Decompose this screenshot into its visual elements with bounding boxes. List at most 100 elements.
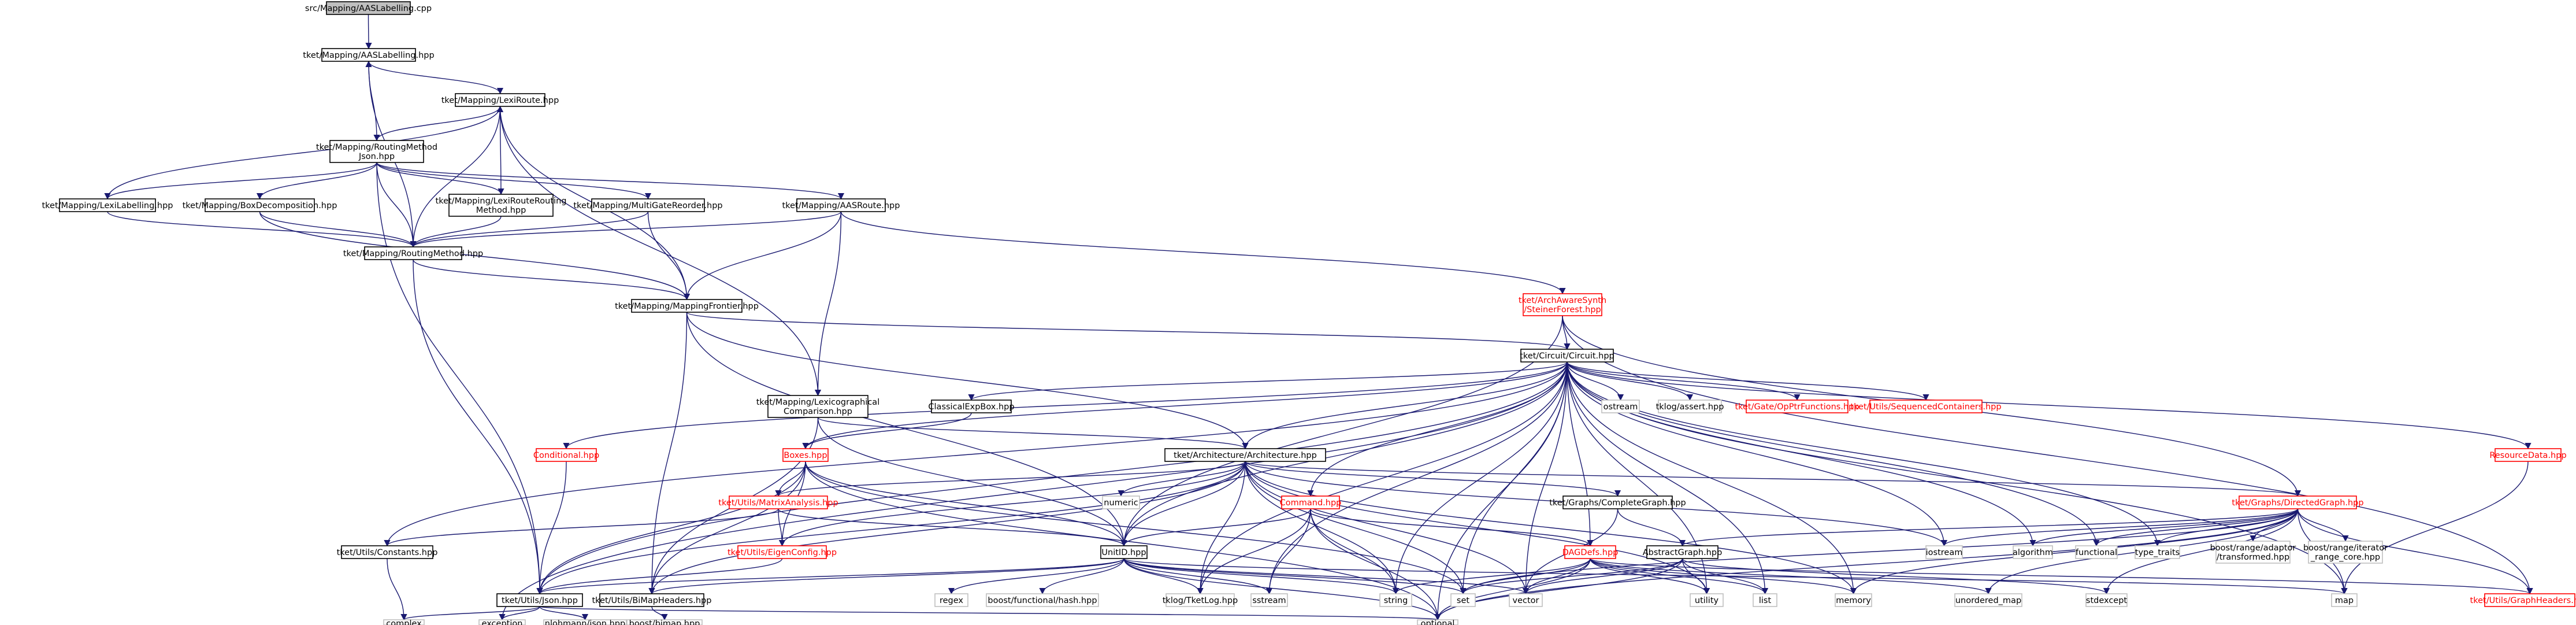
node-map: map — [2331, 593, 2358, 607]
node-boost_iterator-label: _range_core.hpp — [2310, 553, 2380, 562]
node-circuit[interactable]: tket/Circuit/Circuit.hpp — [1520, 349, 1614, 363]
node-sstream-label: sstream — [1252, 596, 1286, 605]
node-exception: exception — [478, 619, 526, 625]
node-numeric: numeric — [1102, 495, 1140, 509]
node-aaslabelling_hpp-box — [321, 48, 416, 62]
edge-boxdecomposition-to-routingmethod — [259, 211, 417, 248]
node-memory-label: memory — [1836, 596, 1871, 605]
edge-circuit-to-list — [1567, 361, 1769, 595]
node-boxes[interactable]: Boxes.hpp — [782, 448, 829, 462]
node-abstractgraph[interactable]: AbstractGraph.hpp — [1643, 545, 1723, 559]
node-boxes-label: Boxes.hpp — [784, 451, 827, 460]
edge-directedgraph-to-graphheaders — [2297, 508, 2533, 595]
node-mappingfrontier[interactable]: tket/Mapping/MappingFrontier.hpp — [615, 299, 759, 313]
node-tketlog: tklog/TketLog.hpp — [1163, 593, 1238, 607]
node-command[interactable]: Command.hpp — [1280, 495, 1342, 509]
edge-mappingfrontier-to-circuit — [686, 312, 1571, 350]
node-steinerforest-box — [1523, 293, 1602, 316]
edge-circuit-to-tklogassert — [1567, 361, 1694, 401]
node-json[interactable]: tket/Utils/Json.hpp — [496, 593, 583, 607]
edge-multigatereorder-to-routingmethod — [410, 211, 649, 248]
edge-aasroute-to-lexicographical — [814, 211, 842, 397]
node-numeric-box — [1102, 495, 1140, 509]
node-steinerforest[interactable]: tket/ArchAwareSynth/SteinerForest.hpp — [1519, 293, 1606, 316]
edge-unitid-to-tketlog — [1123, 558, 1204, 595]
edge-command-to-dagdefs — [1310, 508, 1594, 547]
node-boxdecomposition-label: tket/Mapping/BoxDecomposition.hpp — [183, 201, 337, 210]
node-graphheaders[interactable]: tket/Utils/GraphHeaders.hpp — [2470, 593, 2576, 607]
node-vector-box — [1509, 593, 1543, 607]
node-directedgraph[interactable]: tket/Graphs/DirectedGraph.hpp — [2232, 495, 2364, 509]
node-classicalexpbox[interactable]: ClassicalExpBox.hpp — [928, 400, 1015, 413]
node-completegraph[interactable]: tket/Graphs/CompleteGraph.hpp — [1549, 495, 1686, 509]
node-routingmethod[interactable]: tket/Mapping/RoutingMethod.hpp — [343, 246, 483, 260]
node-root[interactable]: src/Mapping/AASLabelling.cpp — [305, 1, 432, 15]
node-complex-box — [383, 619, 425, 625]
edge-dagdefs-to-optional — [1434, 558, 1591, 621]
edge-architecture-to-string — [1245, 461, 1400, 595]
node-root-label: src/Mapping/AASLabelling.cpp — [305, 4, 432, 13]
node-directedgraph-label: tket/Graphs/DirectedGraph.hpp — [2232, 498, 2363, 508]
node-utility-label: utility — [1695, 596, 1719, 605]
edge-steinerforest-to-unitid — [1120, 315, 1563, 547]
node-opptrfunctions[interactable]: tket/Gate/OpPtrFunctions.hpp — [1735, 400, 1859, 413]
node-bitmapheaders[interactable]: tket/Utils/BiMapHeaders.hpp — [592, 593, 712, 607]
node-aaslabelling_hpp[interactable]: tket/Mapping/AASLabelling.hpp — [303, 48, 435, 62]
node-vector: vector — [1509, 593, 1543, 607]
edge-unitid-to-vector — [1123, 558, 1529, 595]
node-lexicographical[interactable]: tket/Mapping/LexicographicalComparison.h… — [756, 395, 879, 418]
edge-circuit-to-resourcedata — [1567, 361, 2532, 450]
node-resourcedata[interactable]: ResourceData.hpp — [2489, 448, 2567, 462]
edge-routingmethodjson-to-multigatereorder — [376, 162, 651, 200]
node-map-label: map — [2335, 596, 2354, 605]
edge-circuit-to-sequencedcontainers — [1567, 361, 1929, 401]
edge-circuit-to-iostream — [1567, 361, 1948, 547]
node-boost_iterator-label: boost/range/iterator — [2303, 543, 2388, 553]
edge-eigenconfig-to-json — [536, 558, 783, 595]
node-sequencedcontainers[interactable]: tket/Utils/SequencedContainers.hpp — [1850, 400, 2002, 413]
node-functional-label: functional — [2076, 548, 2117, 557]
edge-mappingfrontier-to-architecture — [686, 312, 1249, 450]
node-constants[interactable]: tket/Utils/Constants.hpp — [337, 545, 438, 559]
node-sstream-box — [1250, 593, 1288, 607]
node-boost_hash-box — [986, 593, 1099, 607]
node-aasroute-label: tket/Mapping/AASRoute.hpp — [782, 201, 900, 210]
node-matrixanalysis-label: tket/Utils/MatrixAnalysis.hpp — [718, 498, 838, 508]
node-json-box — [496, 593, 583, 607]
node-aasroute[interactable]: tket/Mapping/AASRoute.hpp — [782, 198, 900, 212]
node-set-box — [1450, 593, 1476, 607]
node-dagdefs[interactable]: DAGDefs.hpp — [1562, 545, 1619, 559]
edge-boxes-to-bitmapheaders — [648, 461, 806, 595]
node-circuit-label: tket/Circuit/Circuit.hpp — [1520, 352, 1614, 361]
node-routingmethod-label: tket/Mapping/RoutingMethod.hpp — [343, 249, 483, 258]
node-lexiroute[interactable]: tket/Mapping/LexiRoute.hpp — [441, 93, 559, 107]
edge-architecture-to-bitmapheaders — [648, 461, 1246, 595]
edge-architecture-to-utility — [1245, 461, 1710, 595]
node-iostream: iostream — [1925, 545, 1963, 559]
edge-command-to-unitid — [1120, 508, 1311, 547]
edge-resourcedata-to-map — [2341, 461, 2529, 595]
edge-architecture-to-matrixanalysis — [775, 461, 1246, 497]
node-multigatereorder[interactable]: tket/Mapping/MultiGateReorder.hpp — [573, 198, 723, 212]
node-matrixanalysis[interactable]: tket/Utils/MatrixAnalysis.hpp — [718, 495, 838, 509]
node-boxdecomposition[interactable]: tket/Mapping/BoxDecomposition.hpp — [183, 198, 337, 212]
node-optional-label: optional — [1421, 619, 1455, 625]
node-utility-box — [1690, 593, 1724, 607]
node-multigatereorder-label: tket/Mapping/MultiGateReorder.hpp — [573, 201, 722, 210]
node-eigenconfig[interactable]: tket/Utils/EigenConfig.hpp — [727, 545, 837, 559]
node-conditional[interactable]: Conditional.hpp — [533, 448, 599, 462]
node-boost_adaptor-label: boost/range/adaptor — [2210, 543, 2296, 553]
edge-lexiroute-to-routingmethodjson — [373, 106, 501, 142]
node-architecture[interactable]: tket/Architecture/Architecture.hpp — [1164, 448, 1326, 462]
node-vector-label: vector — [1513, 596, 1539, 605]
edge-circuit-to-vector — [1522, 361, 1568, 595]
node-architecture-label: tket/Architecture/Architecture.hpp — [1174, 451, 1317, 460]
node-unitid[interactable]: UnitID.hpp — [1100, 545, 1148, 559]
node-routingmethod-box — [364, 246, 462, 260]
node-dagdefs-label: DAGDefs.hpp — [1562, 548, 1619, 557]
node-lexilabelling[interactable]: tket/Mapping/LexiLabelling.hpp — [42, 198, 173, 212]
node-opptrfunctions-box — [1746, 400, 1849, 413]
node-circuit-box — [1520, 349, 1614, 363]
